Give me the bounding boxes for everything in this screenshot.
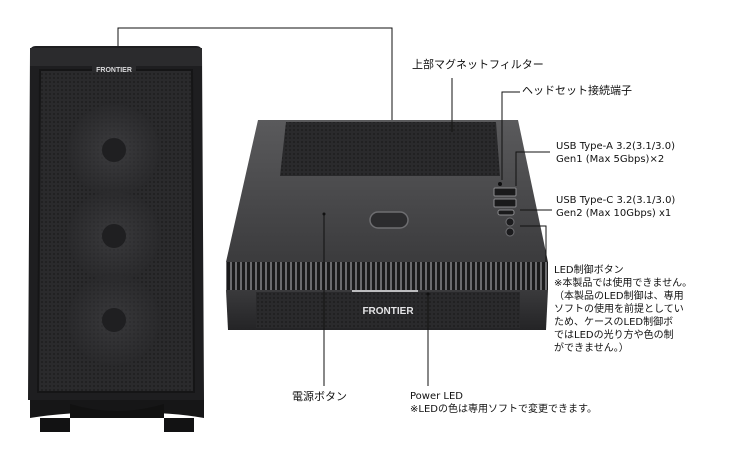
top-panel-closeup [226, 120, 548, 330]
logo-top: FRONTIER [362, 306, 414, 317]
power-led-title: Power LED [410, 391, 464, 402]
led-title: LED制御ボタン [554, 265, 624, 276]
power-button-shape[interactable] [369, 211, 409, 229]
leader-lines [117, 27, 552, 386]
usb-a-line1: USB Type-A 3.2(3.1/3.0) [556, 141, 675, 152]
top-vents [226, 262, 548, 290]
label-headset-port: ヘッドセット接続端子 [522, 84, 632, 97]
power-led-strip [352, 290, 418, 292]
usb-c-line2: Gen2 (Max 10Gbps) x1 [556, 208, 672, 219]
tower-case [28, 46, 204, 432]
led-note-1: （本製品のLED制御は、専用 [554, 291, 684, 302]
headset-jack[interactable] [498, 182, 502, 186]
label-magnetic-filter: 上部マグネットフィルター [412, 58, 544, 71]
usb-c-line1: USB Type-C 3.2(3.1/3.0) [556, 195, 676, 206]
led-note-4: ではLEDの光り方や色の制 [554, 330, 674, 341]
led-note-5: ができません。） [554, 343, 629, 354]
label-usb-c: USB Type-C 3.2(3.1/3.0) Gen2 (Max 10Gbps… [556, 194, 675, 220]
power-led-note: ※LEDの色は専用ソフトで変更できます。 [410, 404, 597, 415]
logo-tower: FRONTIER [96, 67, 132, 74]
led-button-shape[interactable] [505, 217, 515, 227]
led-note-3: ため、ケースのLED制御ボ [554, 317, 674, 328]
usb-a-port-1[interactable] [493, 187, 517, 197]
led-note-2: ソフトの使用を前提としてい [554, 304, 684, 315]
label-power-button: 電源ボタン [292, 390, 347, 403]
label-led-button: LED制御ボタン ※本製品では使用できません。 （本製品のLED制御は、専用 ソ… [554, 264, 692, 355]
magnetic-filter [280, 122, 500, 176]
usb-a-line2: Gen1 (Max 5Gbps)×2 [556, 154, 665, 165]
label-power-led: Power LED ※LEDの色は専用ソフトで変更できます。 [410, 390, 597, 416]
usb-a-port-2[interactable] [493, 198, 517, 208]
led-note-0: ※本製品では使用できません。 [554, 278, 693, 289]
usb-c-port[interactable] [497, 209, 515, 216]
label-usb-a: USB Type-A 3.2(3.1/3.0) Gen1 (Max 5Gbps)… [556, 140, 675, 166]
